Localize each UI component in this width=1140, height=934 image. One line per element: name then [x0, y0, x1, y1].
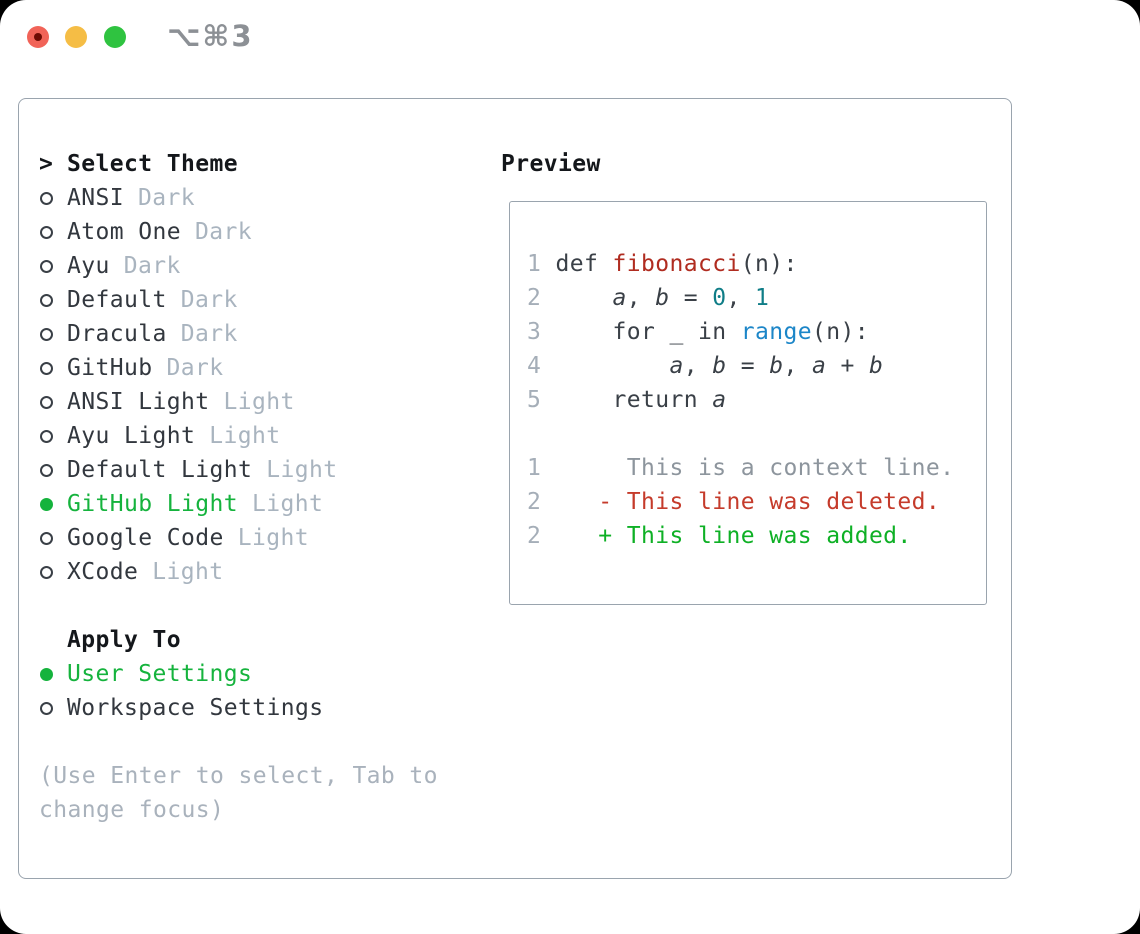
- preview-line-6: [527, 417, 986, 451]
- preview-line-1: 1 def fibonacci(n):: [527, 251, 798, 277]
- theme-variant-label: Dark: [123, 253, 181, 279]
- apply-option-workspace-settings[interactable]: Workspace Settings: [39, 691, 489, 725]
- theme-option-label: Ayu Light: [67, 423, 196, 449]
- apply-to-header: Apply To: [39, 623, 489, 657]
- preview-line-5: 5 return a: [527, 387, 727, 413]
- theme-option-default-light[interactable]: Default Light Light: [39, 453, 489, 487]
- theme-option-ansi[interactable]: ANSI Dark: [39, 181, 489, 215]
- theme-variant-label: Light: [266, 457, 338, 483]
- theme-option-label: Ayu: [67, 253, 110, 279]
- theme-variant-label: Light: [237, 525, 309, 551]
- unsaved-dot-icon: [34, 33, 42, 41]
- preview-line-4: 4 a, b = b, a + b: [527, 353, 884, 379]
- spacer: [39, 589, 489, 623]
- theme-option-label: Dracula: [67, 321, 167, 347]
- apply-option-label: User Settings: [67, 661, 253, 687]
- radio-icon: [39, 565, 67, 579]
- theme-variant-label: Dark: [166, 355, 224, 381]
- radio-icon: [39, 463, 67, 477]
- radio-icon: [39, 225, 67, 239]
- apply-to-title: Apply To: [67, 627, 181, 653]
- radio-icon: [39, 361, 67, 375]
- theme-variant-label: Light: [251, 491, 324, 517]
- theme-variant-label: Dark: [194, 219, 252, 245]
- theme-option-label: ANSI: [67, 185, 124, 211]
- theme-option-atom-one[interactable]: Atom One Dark: [39, 215, 489, 249]
- theme-option-github[interactable]: GitHub Dark: [39, 351, 489, 385]
- radio-icon: [39, 395, 67, 409]
- theme-option-xcode[interactable]: XCode Light: [39, 555, 489, 589]
- theme-option-dracula[interactable]: Dracula Dark: [39, 317, 489, 351]
- select-theme-title: Select Theme: [67, 151, 238, 177]
- preview-line-8: 2 - This line was deleted.: [527, 489, 941, 515]
- theme-option-label: Default: [67, 287, 167, 313]
- spacer: [39, 725, 489, 759]
- preview-line-2: 2 a, b = 0, 1: [527, 285, 770, 311]
- preview-line-9: 2 + This line was added.: [527, 523, 912, 549]
- theme-option-label: XCode: [67, 559, 139, 585]
- select-theme-header: > Select Theme: [39, 147, 489, 181]
- theme-option-default[interactable]: Default Dark: [39, 283, 489, 317]
- theme-option-label: GitHub Light: [67, 491, 238, 517]
- preview-title: Preview: [501, 151, 601, 177]
- apply-option-user-settings[interactable]: User Settings: [39, 657, 489, 691]
- titlebar: ⌥⌘3: [0, 0, 1140, 76]
- zoom-button[interactable]: [104, 26, 126, 48]
- radio-selected-icon: [39, 497, 67, 511]
- theme-option-ayu-light[interactable]: Ayu Light Light: [39, 419, 489, 453]
- theme-option-ansi-light[interactable]: ANSI Light Light: [39, 385, 489, 419]
- minimize-button[interactable]: [65, 26, 87, 48]
- theme-variant-label: Dark: [138, 185, 195, 211]
- preview-box: 1 def fibonacci(n): 2 a, b = 0, 1 3 for _ …: [509, 201, 987, 605]
- close-button[interactable]: [27, 26, 49, 48]
- radio-icon: [39, 259, 67, 273]
- window-title-shortcut: ⌥⌘3: [167, 19, 254, 53]
- theme-variant-label: Light: [223, 389, 295, 415]
- theme-variant-label: Dark: [180, 287, 238, 313]
- theme-option-github-light[interactable]: GitHub Light Light: [39, 487, 489, 521]
- apply-option-label: Workspace Settings: [67, 695, 324, 721]
- theme-option-label: Default Light: [67, 457, 253, 483]
- theme-option-google-code[interactable]: Google Code Light: [39, 521, 489, 555]
- radio-icon: [39, 293, 67, 307]
- radio-icon: [39, 191, 67, 205]
- prompt-caret-icon: >: [39, 151, 54, 177]
- theme-option-ayu[interactable]: Ayu Dark: [39, 249, 489, 283]
- theme-option-label: Google Code: [67, 525, 224, 551]
- radio-icon: [39, 701, 67, 715]
- preview-line-3: 3 for _ in range(n):: [527, 319, 869, 345]
- radio-icon: [39, 327, 67, 341]
- radio-icon: [39, 531, 67, 545]
- preview-line-7: 1 This is a context line.: [527, 455, 955, 481]
- theme-variant-label: Dark: [180, 321, 238, 347]
- radio-selected-icon: [39, 667, 67, 681]
- theme-variant-label: Light: [152, 559, 224, 585]
- theme-variant-label: Light: [209, 423, 281, 449]
- theme-option-label: ANSI Light: [67, 389, 210, 415]
- theme-option-label: GitHub: [67, 355, 153, 381]
- radio-icon: [39, 429, 67, 443]
- theme-option-label: Atom One: [67, 219, 181, 245]
- keyboard-hint: (Use Enter to select, Tab to change focu…: [39, 763, 438, 823]
